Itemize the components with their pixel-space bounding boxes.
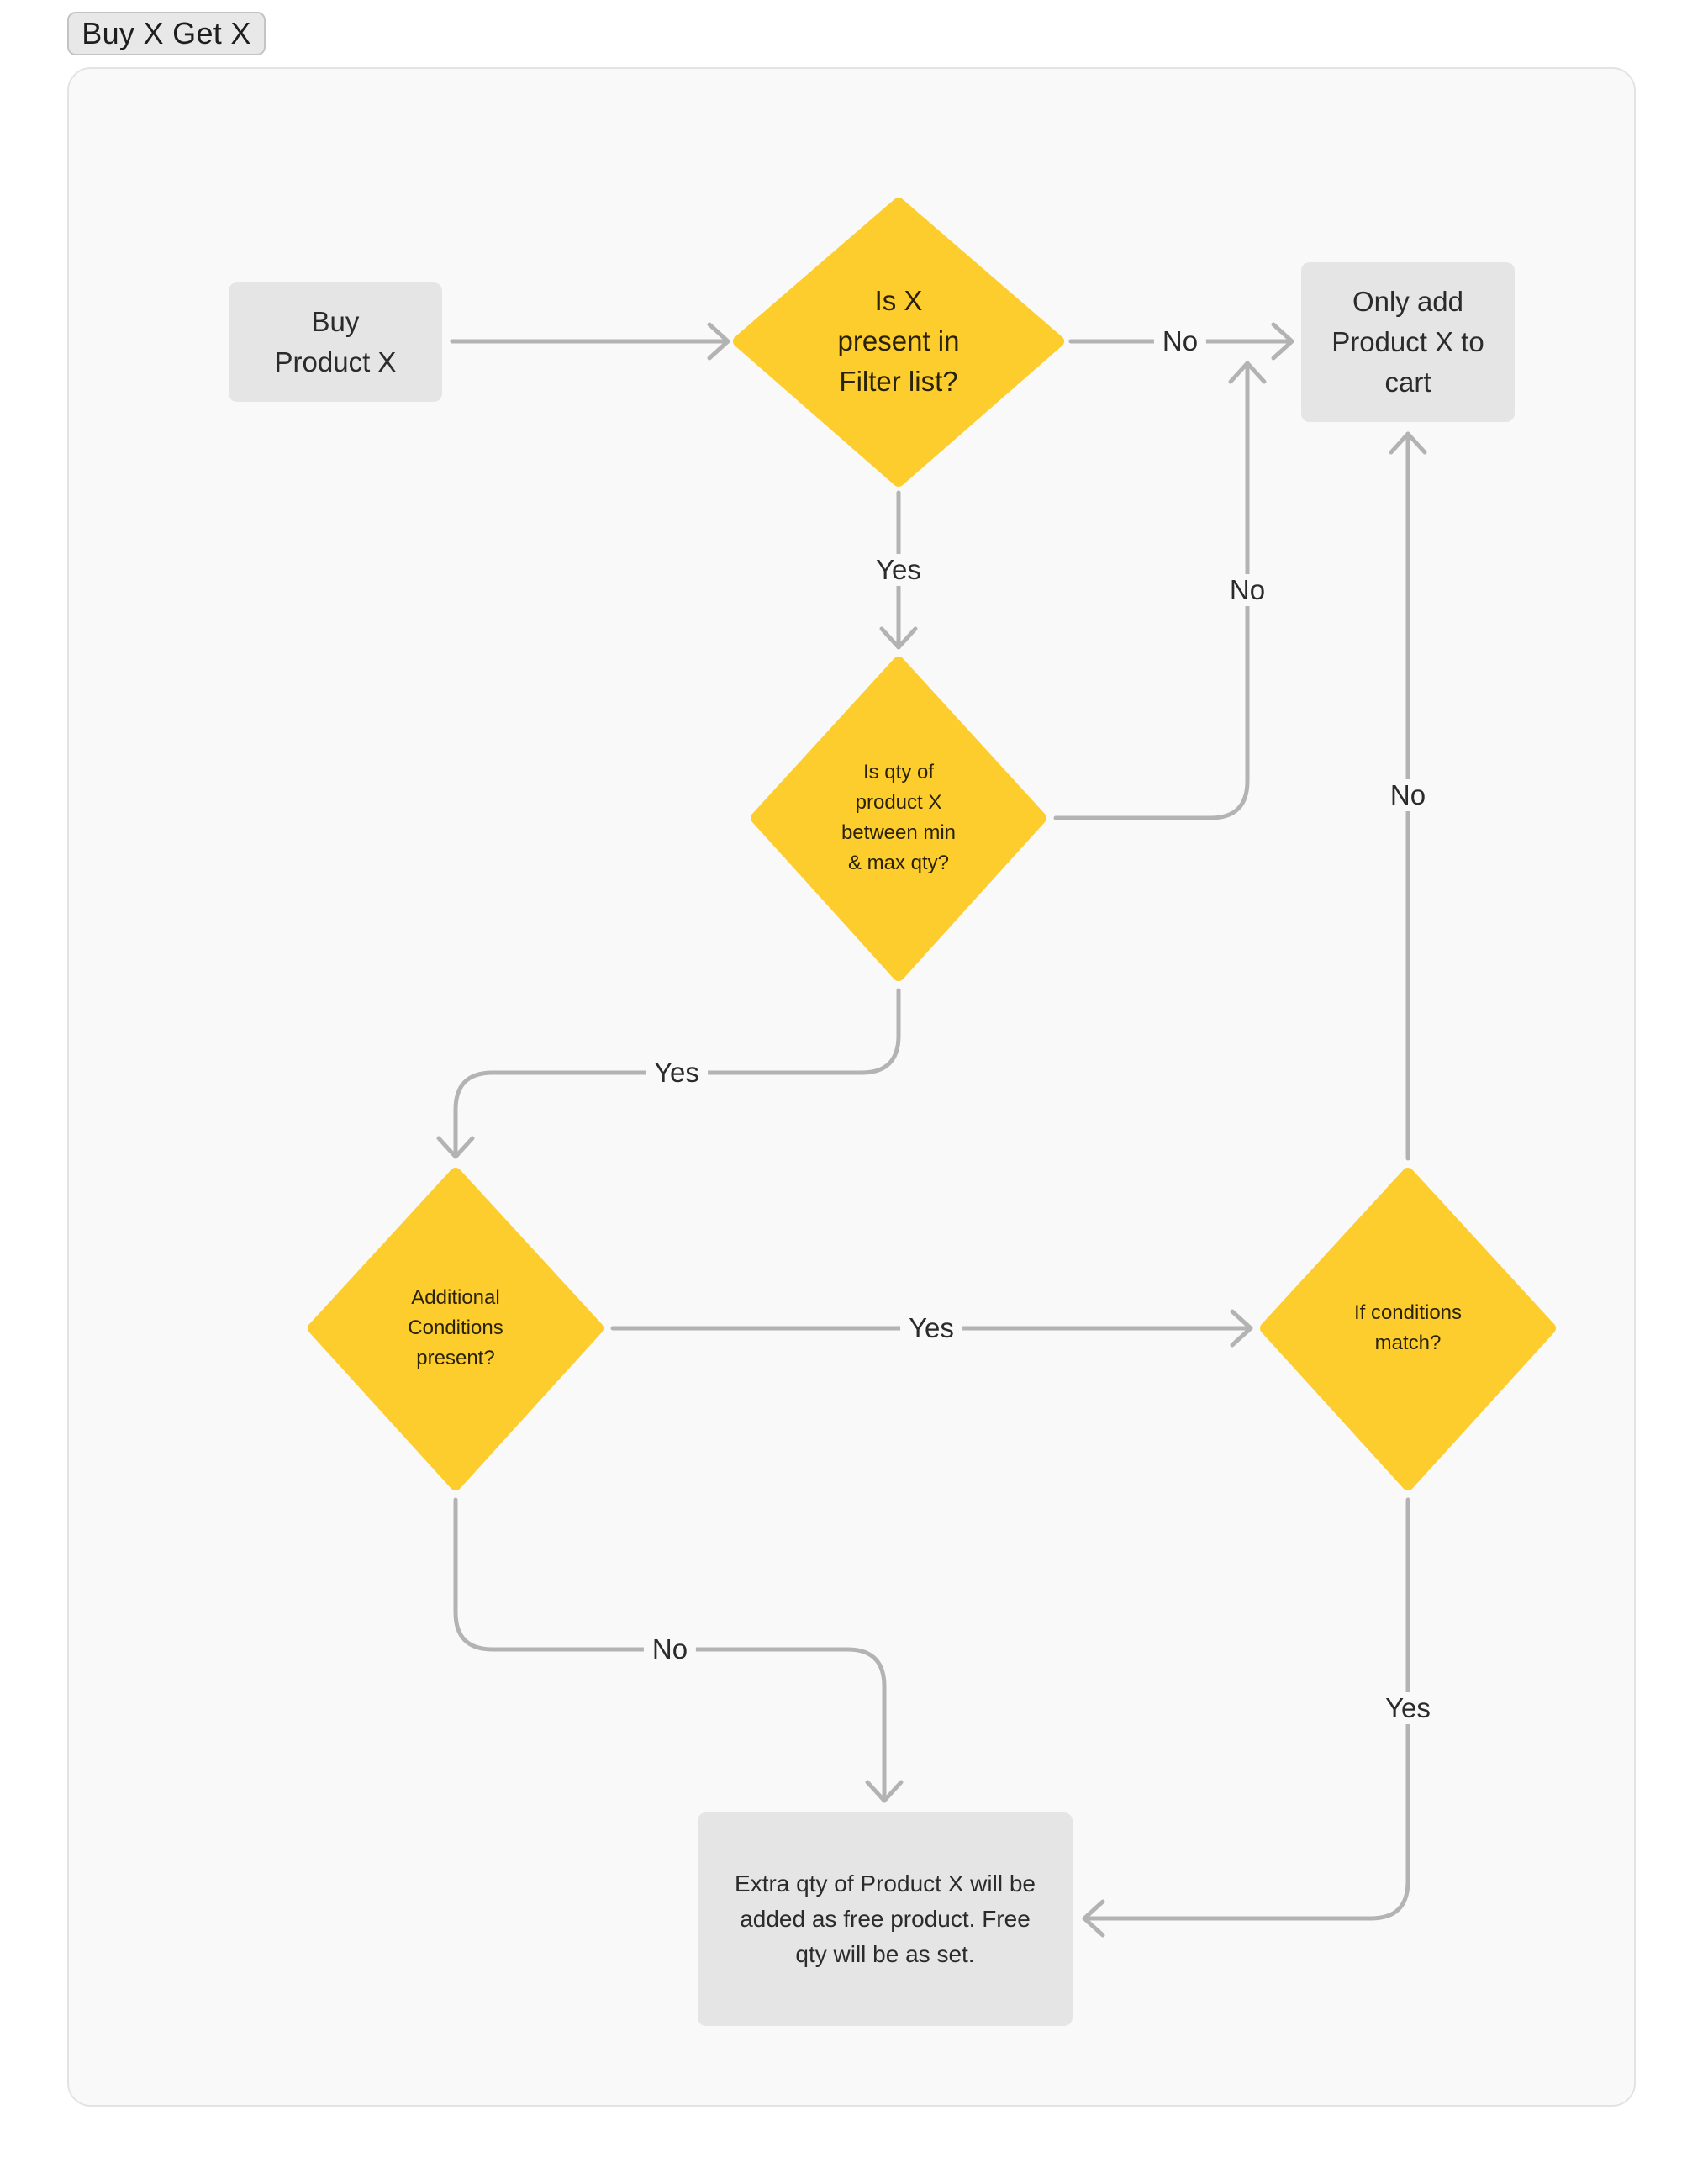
decision-filter-list-shape[interactable] — [733, 198, 1064, 487]
edge-label-additional-no: No — [643, 1633, 697, 1665]
connector-match-yes — [1082, 1497, 1410, 1921]
process-only-add-to-cart[interactable]: Only add Product X to cart — [1301, 262, 1515, 422]
decision-qty-range-label: Is qty of product X between min & max qt… — [841, 761, 957, 874]
arrowhead-qty-yes — [436, 1136, 475, 1159]
arrowhead-match-yes — [1082, 1899, 1105, 1938]
decision-qty-range-shape[interactable] — [751, 657, 1046, 981]
edge-label-additional-yes: Yes — [900, 1312, 962, 1344]
decision-filter-list-label: Is X present in Filter list? — [837, 285, 960, 397]
edge-label-qty-no: No — [1220, 574, 1274, 606]
arrowhead-filter-yes — [879, 626, 918, 650]
edge-label-match-no: No — [1381, 779, 1435, 811]
process-only-add-to-cart-label: Only add Product X to cart — [1331, 286, 1484, 398]
decision-conditions-match-label: If conditions match? — [1353, 1301, 1463, 1354]
decision-additional-conditions-shape[interactable] — [308, 1168, 604, 1490]
edge-label-filter-no: No — [1153, 325, 1207, 357]
edge-label-qty-yes: Yes — [646, 1057, 708, 1089]
arrowhead-filter-no — [1271, 322, 1294, 361]
arrowhead-match-no — [1389, 431, 1427, 455]
connector-qty-no — [1053, 361, 1250, 820]
arrowhead-additional-no — [865, 1780, 904, 1803]
edge-label-match-yes: Yes — [1377, 1692, 1439, 1724]
decision-additional-conditions-label: Additional Conditions present? — [408, 1286, 503, 1369]
process-extra-qty-free[interactable]: Extra qty of Product X will be added as … — [698, 1812, 1073, 2026]
decision-conditions-match-shape[interactable] — [1260, 1168, 1556, 1490]
arrowhead-qty-no — [1228, 361, 1267, 384]
diagram-title-tag[interactable]: Buy X Get X — [67, 12, 266, 55]
arrowhead-buy-to-filter — [707, 322, 730, 361]
edge-label-filter-yes: Yes — [867, 554, 930, 586]
process-buy-product-label: Buy Product X — [274, 306, 397, 377]
process-buy-product[interactable]: Buy Product X — [229, 282, 442, 402]
process-extra-qty-free-label: Extra qty of Product X will be added as … — [735, 1870, 1036, 1967]
arrowhead-additional-yes — [1230, 1309, 1253, 1348]
